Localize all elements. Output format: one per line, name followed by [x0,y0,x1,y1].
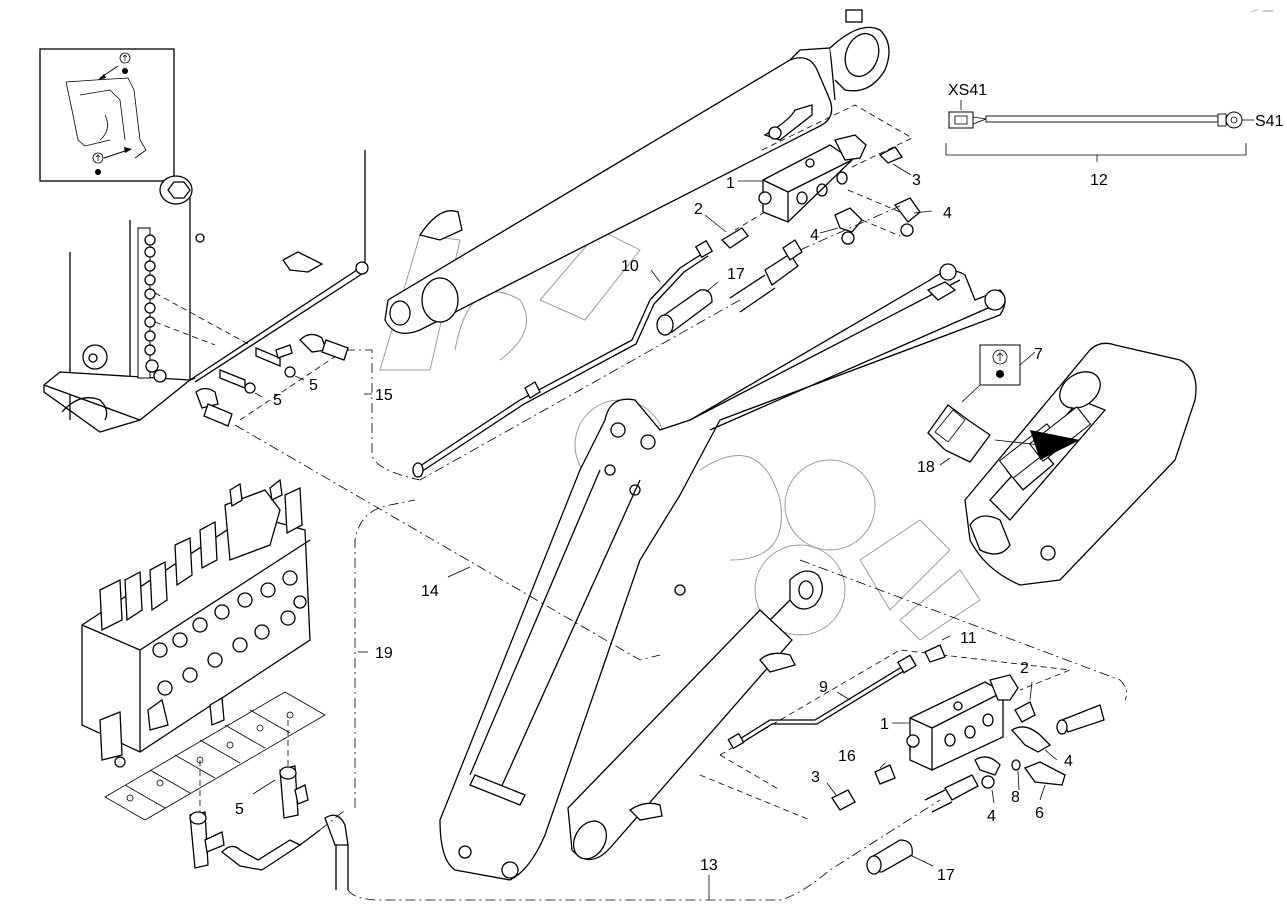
callout-4: 4 [810,227,819,244]
bucket-cylinder [567,570,823,861]
elbow-4-top [834,189,921,245]
callout-12: 12 [1090,172,1108,189]
port-fittings [152,570,307,696]
callout-17: 17 [727,266,745,283]
fitting-3-top [878,146,903,164]
tee-fittings-bottom [189,720,349,890]
fitting-3-bottom [831,789,856,811]
decal-7 [961,344,1036,403]
port-row [137,227,167,383]
safety-valve-block-bottom [906,674,1019,771]
callout-5: 5 [235,801,244,818]
inset-overview [39,48,175,182]
leader-lines [252,163,1058,900]
callout-13: 13 [700,857,718,874]
tube-assembly-15 [189,150,421,481]
lift-hook-icon [92,147,132,175]
callout-6: 6 [1035,805,1044,822]
boom-cylinder [384,9,890,334]
callout-2: 2 [1020,660,1029,677]
callout-10: 10 [621,258,639,275]
callout-14: 14 [421,583,439,600]
sleeve-17-bottom [866,839,913,875]
elbow-4-bottom [974,726,1052,789]
fitting-16 [874,764,896,785]
gasket-plate [104,691,326,821]
callout-3: 3 [811,769,820,786]
o-ring-8 [1011,759,1021,771]
tube-10 [412,239,714,478]
callout-8: 8 [1011,789,1020,806]
callout-1: 1 [726,175,735,192]
hose-bottom [924,704,1105,813]
callout-15: 15 [375,387,393,404]
window-control-icon[interactable] [1247,2,1281,13]
fitting-2-bottom [1014,701,1036,723]
connector-label-s41: S41 [1255,113,1284,130]
callout-3: 3 [912,172,921,189]
sleeve-17-top [656,289,713,336]
hose-top [419,205,901,481]
fitting-2-top [720,227,749,249]
callout-16: 16 [838,748,856,765]
wiring-harness-12 [945,100,1254,162]
tube-9 [727,654,917,750]
tee-fitting [255,333,349,378]
callout-2: 2 [694,201,703,218]
excavator-arm [439,263,1006,881]
callout-19: 19 [375,645,393,662]
hydraulic-tank [42,175,251,433]
callout-labels: 1 2 3 4 4 10 17 5 5 15 7 18 14 19 5 13 9… [235,82,1284,884]
callout-9: 9 [819,679,828,696]
callout-4: 4 [987,808,996,825]
lift-hook-icon [98,52,131,80]
callout-18: 18 [917,459,935,476]
callout-11: 11 [960,630,977,647]
tee-fitting [195,369,256,427]
callout-5: 5 [309,377,318,394]
valve-6 [1023,761,1066,786]
watermark [379,229,981,641]
connector-label-xs41: XS41 [948,82,987,99]
callout-7: 7 [1034,346,1043,363]
safety-valve-block-top [734,104,913,231]
callout-1: 1 [880,716,889,733]
callout-4: 4 [1064,753,1073,770]
callout-17: 17 [937,867,955,884]
decal-18 [927,404,991,463]
callout-5: 5 [273,392,282,409]
fitting-11 [924,644,946,663]
main-control-valve [81,478,311,768]
control-console [964,342,1197,586]
routing-lines [234,424,1128,901]
callout-4: 4 [943,205,952,222]
